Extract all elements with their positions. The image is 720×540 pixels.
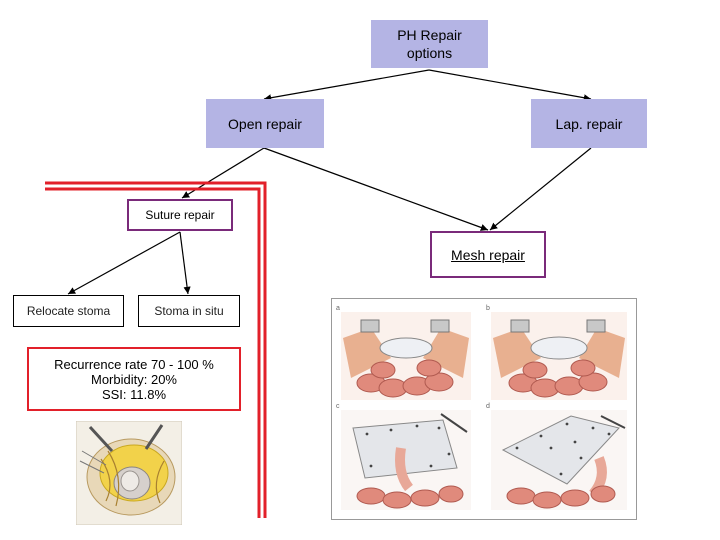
morbidity: Morbidity: 20% (91, 371, 177, 387)
ssi-rate: SSI: 11.8% (101, 386, 167, 402)
panel-a (341, 312, 471, 400)
mesh-repair-label: Mesh repair (451, 246, 525, 263)
outcome-stats-box: Recurrence rate 70 - 100 % Morbidity: 20… (27, 347, 241, 411)
root-node: PH Repair options (371, 20, 488, 68)
mesh-repair-node: Mesh repair (430, 231, 546, 278)
panel-label-b: b (486, 305, 490, 312)
mesh-repair-illustration-panel: a b c d (331, 298, 637, 520)
root-line-2: options (406, 45, 453, 61)
relocate-stoma-node: Relocate stoma (13, 295, 124, 327)
suture-repair-node: Suture repair (127, 199, 233, 231)
edge-suture-situ (179, 231, 191, 295)
edge-open-mesh (263, 147, 489, 231)
edge-root-open (263, 69, 430, 102)
recurrence-rate: Recurrence rate 70 - 100 % (54, 356, 214, 372)
panel-label-a: a (336, 305, 340, 312)
highlight-bracket (45, 181, 267, 518)
lap-repair-node: Lap. repair (531, 99, 647, 148)
stoma-in-situ-node: Stoma in situ (138, 295, 240, 327)
edge-root-lap (428, 69, 592, 102)
highlight-bracket-inner (45, 187, 261, 518)
panel-label-d: d (486, 403, 490, 410)
edge-lap-mesh (489, 147, 592, 231)
panel-b (491, 312, 627, 400)
panel-label-c: c (336, 403, 340, 410)
suture-repair-illustration (76, 421, 182, 525)
panel-d (491, 410, 627, 510)
root-line-1: PH Repair (397, 27, 462, 43)
edge-suture-relocate (67, 231, 181, 295)
open-repair-node: Open repair (206, 99, 324, 148)
panel-c (341, 410, 471, 510)
